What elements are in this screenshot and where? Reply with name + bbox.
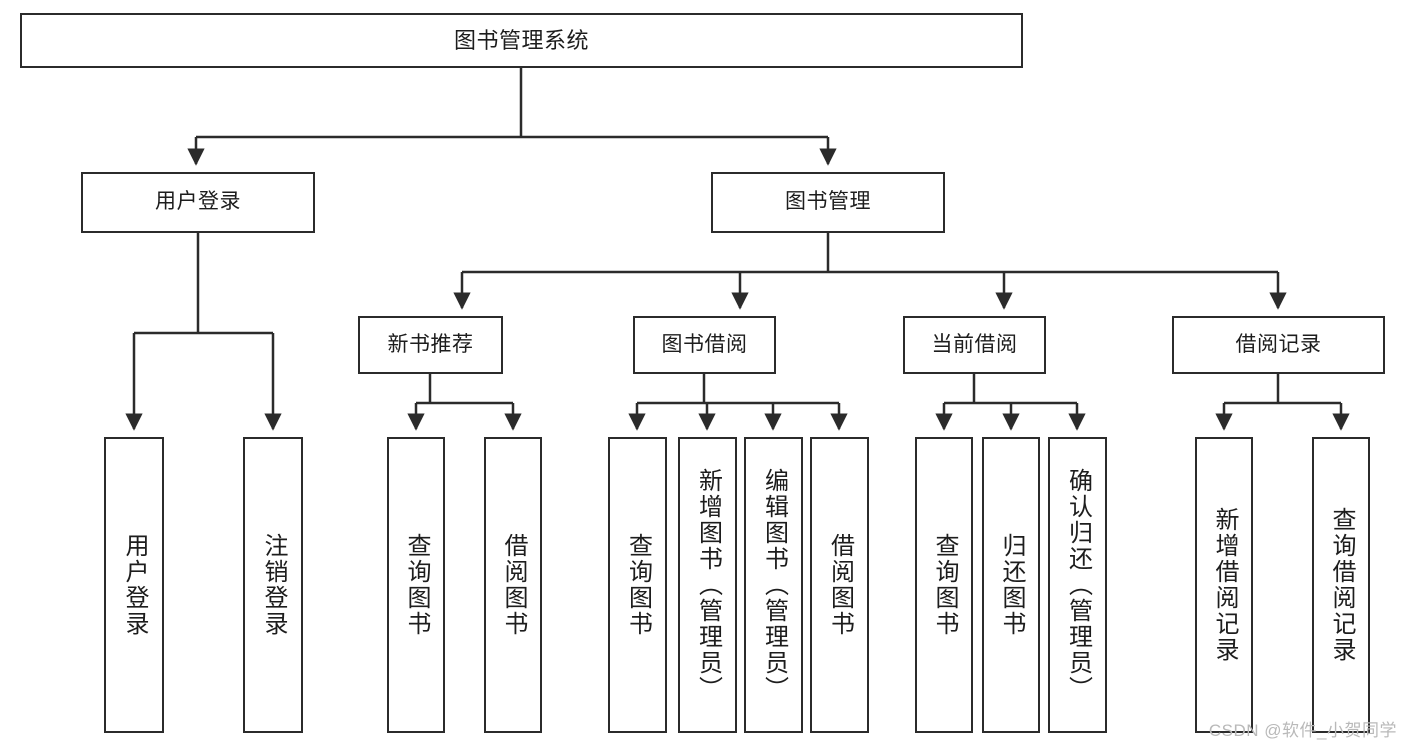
- node-book-management[interactable]: 图书管理: [711, 172, 945, 233]
- node-label: 图书借阅: [661, 332, 748, 356]
- node-user-login[interactable]: 用户登录: [81, 172, 315, 233]
- node-label: 归还图书: [998, 533, 1025, 637]
- leaf-query-book-current[interactable]: 查询图书: [915, 437, 973, 733]
- node-label: 借阅图书: [826, 533, 854, 637]
- node-label: 当前借阅: [931, 332, 1018, 356]
- leaf-borrow-book[interactable]: 借阅图书: [810, 437, 869, 733]
- leaf-add-borrow-record[interactable]: 新增借阅记录: [1195, 437, 1253, 733]
- node-label: 借阅记录: [1235, 332, 1322, 356]
- node-current-borrow[interactable]: 当前借阅: [903, 316, 1046, 374]
- csdn-watermark: CSDN @软件_小贺同学: [1208, 721, 1397, 740]
- leaf-borrow-book-recommend[interactable]: 借阅图书: [484, 437, 542, 733]
- node-label: 新增图书（管理员）: [694, 468, 722, 702]
- node-label: 注销登录: [260, 533, 287, 637]
- leaf-query-book-borrow[interactable]: 查询图书: [608, 437, 667, 733]
- node-label: 确认归还（管理员）: [1064, 468, 1092, 702]
- leaf-confirm-return-admin[interactable]: 确认归还（管理员）: [1048, 437, 1107, 733]
- leaf-edit-book-admin[interactable]: 编辑图书（管理员）: [744, 437, 803, 733]
- node-label: 查询图书: [931, 533, 958, 637]
- leaf-query-book-recommend[interactable]: 查询图书: [387, 437, 445, 733]
- node-label: 查询图书: [403, 533, 430, 637]
- node-label: 用户登录: [121, 533, 148, 637]
- node-label: 新书推荐: [387, 332, 474, 356]
- node-label: 借阅图书: [500, 533, 527, 637]
- leaf-add-book-admin[interactable]: 新增图书（管理员）: [678, 437, 737, 733]
- node-label: 新增借阅记录: [1211, 507, 1238, 663]
- node-label: 查询借阅记录: [1328, 507, 1355, 663]
- node-label: 用户登录: [155, 190, 241, 214]
- leaf-return-book[interactable]: 归还图书: [982, 437, 1040, 733]
- node-book-borrow[interactable]: 图书借阅: [633, 316, 776, 374]
- node-label: 查询图书: [624, 533, 652, 637]
- leaf-query-borrow-record[interactable]: 查询借阅记录: [1312, 437, 1370, 733]
- leaf-logout-login[interactable]: 注销登录: [243, 437, 303, 733]
- node-label: 图书管理系统: [453, 27, 589, 53]
- leaf-user-login[interactable]: 用户登录: [104, 437, 164, 733]
- node-label: 编辑图书（管理员）: [760, 468, 788, 702]
- node-label: 图书管理: [785, 190, 871, 214]
- node-new-book-recommend[interactable]: 新书推荐: [358, 316, 503, 374]
- node-borrow-record[interactable]: 借阅记录: [1172, 316, 1385, 374]
- node-root-system[interactable]: 图书管理系统: [20, 13, 1023, 68]
